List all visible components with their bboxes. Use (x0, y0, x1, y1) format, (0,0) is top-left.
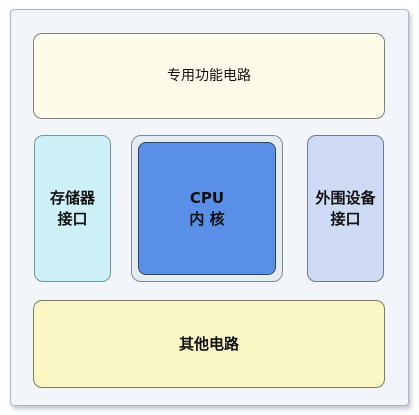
memory-interface-label-line2: 接口 (57, 209, 88, 228)
memory-interface-block: 存储器 接口 (34, 135, 111, 282)
cpu-core-label-line1: CPU (189, 188, 225, 207)
other-circuit-block: 其他电路 (33, 300, 385, 388)
other-circuit-label: 其他电路 (178, 334, 239, 353)
special-function-circuit-block: 专用功能电路 (33, 33, 385, 119)
peripheral-interface-label-line2: 接口 (330, 209, 361, 228)
cpu-core-label-line2: 内 核 (189, 209, 225, 228)
special-function-circuit-label: 专用功能电路 (167, 67, 251, 84)
memory-interface-label-line1: 存储器 (49, 188, 95, 207)
peripheral-interface-block: 外围设备 接口 (307, 135, 384, 282)
peripheral-interface-label-line1: 外围设备 (315, 188, 376, 207)
cpu-core-block: CPU 内 核 (138, 142, 276, 275)
